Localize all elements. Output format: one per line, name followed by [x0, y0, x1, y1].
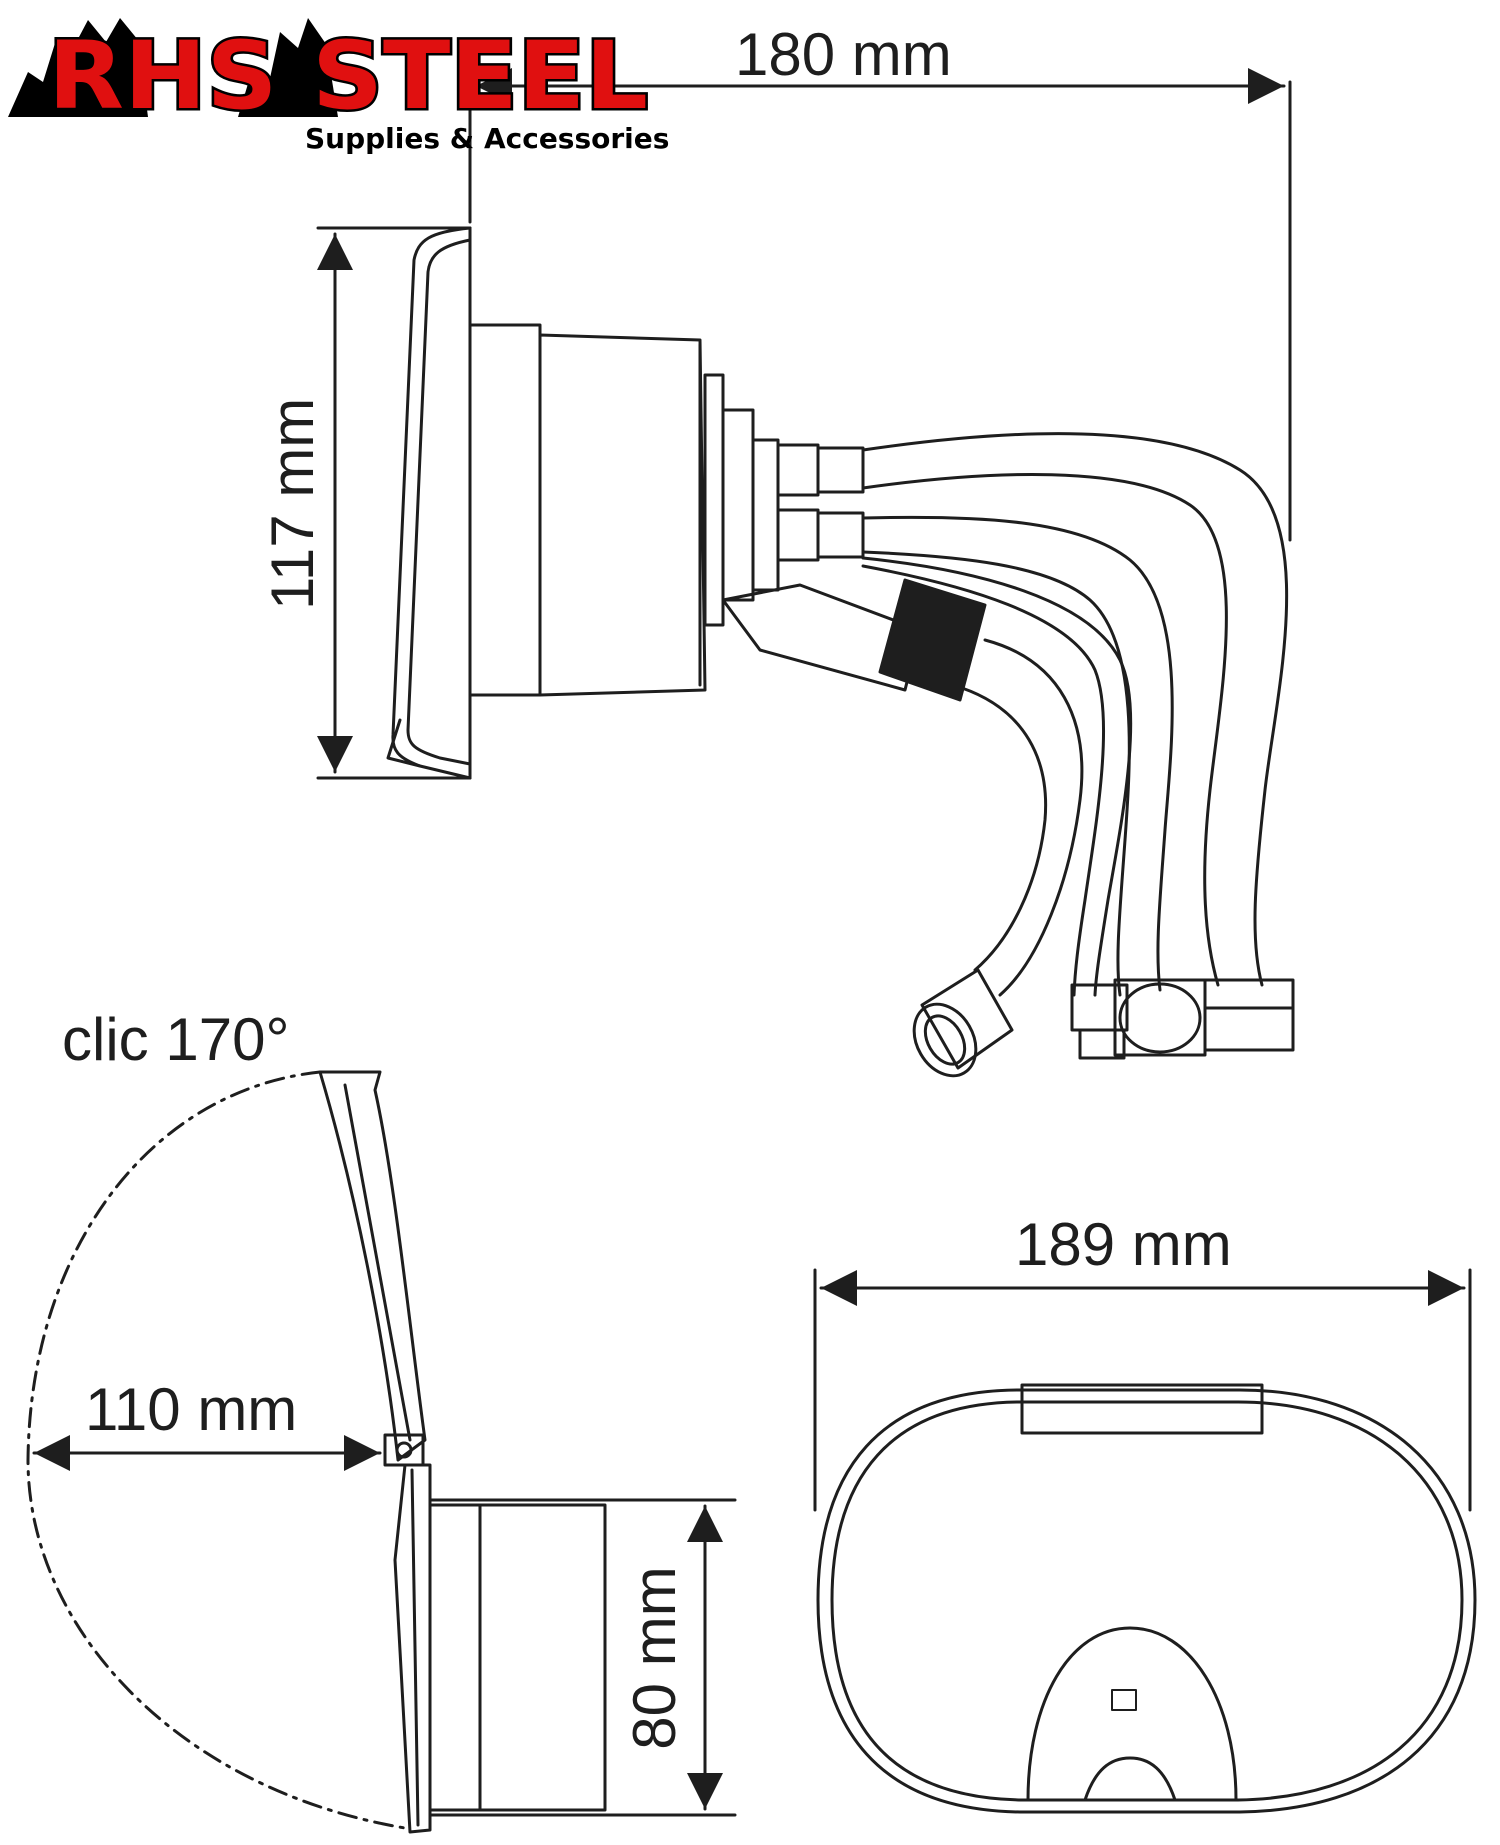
- body-nozzle-base: [751, 438, 780, 592]
- hose-thin-outer: [861, 556, 1133, 997]
- front-outer-rim: [816, 1388, 1477, 1814]
- knurled-nut: [878, 578, 987, 702]
- front-view-drawing: [813, 1268, 1477, 1814]
- lid-angle-label: clic 170°: [62, 1006, 290, 1073]
- dimension-label-117: 117 mm: [259, 397, 326, 610]
- rhs-steel-logo: RHS STEEL: [8, 18, 648, 120]
- logo-tagline: Supplies & Accessories: [305, 122, 670, 155]
- saw-blade-left-icon: [8, 18, 148, 117]
- body-housing: [538, 333, 707, 697]
- fitting-lower-nut: [816, 511, 865, 559]
- dimension-label-80: 80 mm: [621, 1566, 688, 1750]
- hose-thin-inner: [861, 564, 1106, 997]
- open-lid: [318, 1070, 427, 1462]
- hose-end-right: [1203, 978, 1295, 1052]
- hose-middle-outer: [861, 515, 1174, 992]
- hose-lower-inner: [960, 686, 1048, 972]
- hose-upper-inner: [861, 473, 1228, 987]
- hinge-pin: [395, 1441, 413, 1459]
- lid-open-drawing: [26, 1070, 737, 1834]
- body-housing-bottom: [478, 1503, 607, 1812]
- body-front-bottom: [428, 1503, 482, 1812]
- hose-middle-inner: [861, 550, 1131, 997]
- open-lid-inner: [343, 1083, 412, 1442]
- flange-inner: [406, 238, 472, 766]
- fitting-upper: [776, 443, 820, 497]
- flange-latch: [386, 718, 422, 768]
- front-handle: [1020, 1383, 1264, 1435]
- body-front: [468, 323, 542, 697]
- hose-end-mid-left: [1070, 983, 1129, 1060]
- logo-wordmark: RHS STEEL: [48, 22, 648, 120]
- saw-blade-center-icon: [238, 18, 338, 117]
- hinge: [383, 1433, 425, 1467]
- flange-outer: [391, 226, 472, 780]
- dimension-label-189: 189 mm: [1015, 1211, 1232, 1278]
- fitting-lower: [776, 508, 820, 562]
- logo-hump: [1026, 1626, 1238, 1802]
- hose-lower-outer: [983, 638, 1084, 997]
- body-hub: [721, 408, 755, 602]
- flange-plate: [393, 1463, 432, 1834]
- hose-end-left: [912, 968, 1014, 1078]
- side-view-drawing: [316, 68, 1295, 1078]
- logo-hump-inner: [1083, 1756, 1177, 1802]
- lid-swing-arc: [26, 1070, 407, 1830]
- dimension-label-180: 180 mm: [735, 21, 952, 88]
- fitting-upper-nut: [816, 446, 865, 494]
- dimension-label-110: 110 mm: [85, 1376, 298, 1443]
- front-inner-rim: [830, 1400, 1464, 1802]
- hose-upper-outer: [861, 432, 1289, 987]
- brand-mark-icon: [1111, 1689, 1137, 1711]
- body-ring: [703, 373, 725, 627]
- flange-plate-inner: [410, 1468, 420, 1827]
